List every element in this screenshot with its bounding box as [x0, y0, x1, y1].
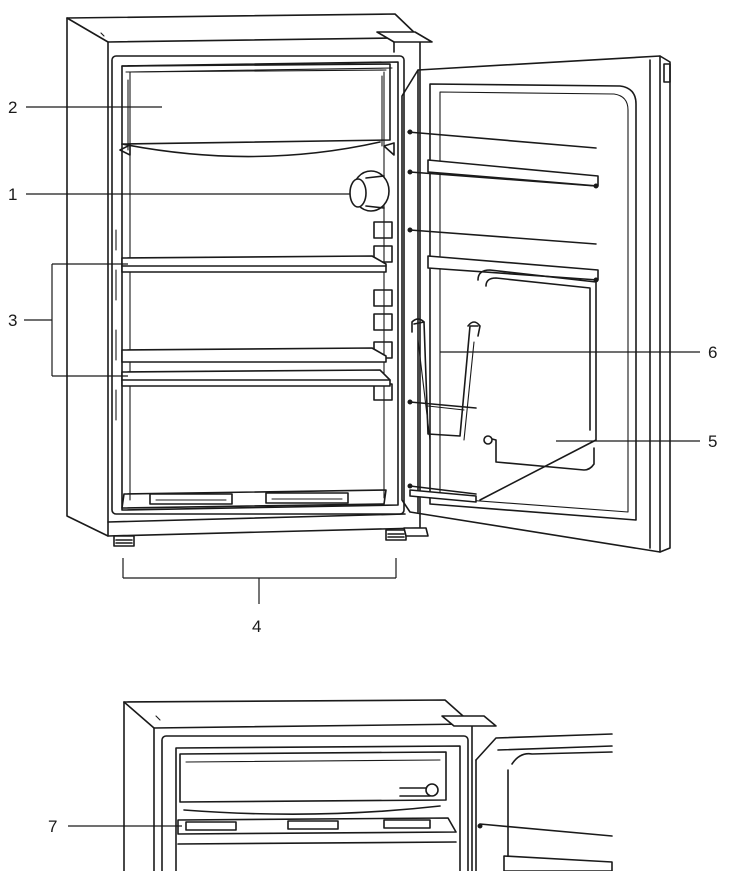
svg-text:4: 4 — [252, 617, 261, 636]
leveling-feet[interactable] — [113, 529, 407, 547]
svg-text:6: 6 — [708, 343, 717, 362]
svg-text:2: 2 — [8, 98, 17, 117]
callout-7: 7 — [48, 817, 182, 836]
callout-4: 4 — [122, 558, 397, 636]
callout-6: 6 — [440, 343, 717, 362]
floor-drip-tray — [121, 489, 387, 509]
callout-2: 2 — [8, 98, 162, 117]
callout-5: 5 — [556, 432, 717, 451]
svg-text:5: 5 — [708, 432, 717, 451]
thermostat-knob[interactable] — [349, 170, 390, 212]
drip-tray[interactable] — [177, 817, 457, 845]
cabinet-body — [66, 13, 421, 537]
svg-text:7: 7 — [48, 817, 57, 836]
glass-shelves[interactable] — [121, 255, 391, 387]
refrigerator-open-view: 2 1 3 6 5 4 — [8, 13, 717, 636]
svg-text:1: 1 — [8, 185, 17, 204]
svg-text:3: 3 — [8, 311, 17, 330]
callout-1: 1 — [8, 185, 350, 204]
refrigerator-detail-view: 7 — [48, 699, 613, 871]
top-hinge — [376, 31, 433, 53]
bottle-retainer[interactable] — [411, 318, 481, 441]
door-bin[interactable] — [477, 269, 597, 501]
door-open[interactable] — [401, 55, 671, 553]
freezer-compartment — [119, 63, 395, 158]
callout-3: 3 — [8, 263, 128, 377]
bottom-hinge — [403, 527, 429, 537]
